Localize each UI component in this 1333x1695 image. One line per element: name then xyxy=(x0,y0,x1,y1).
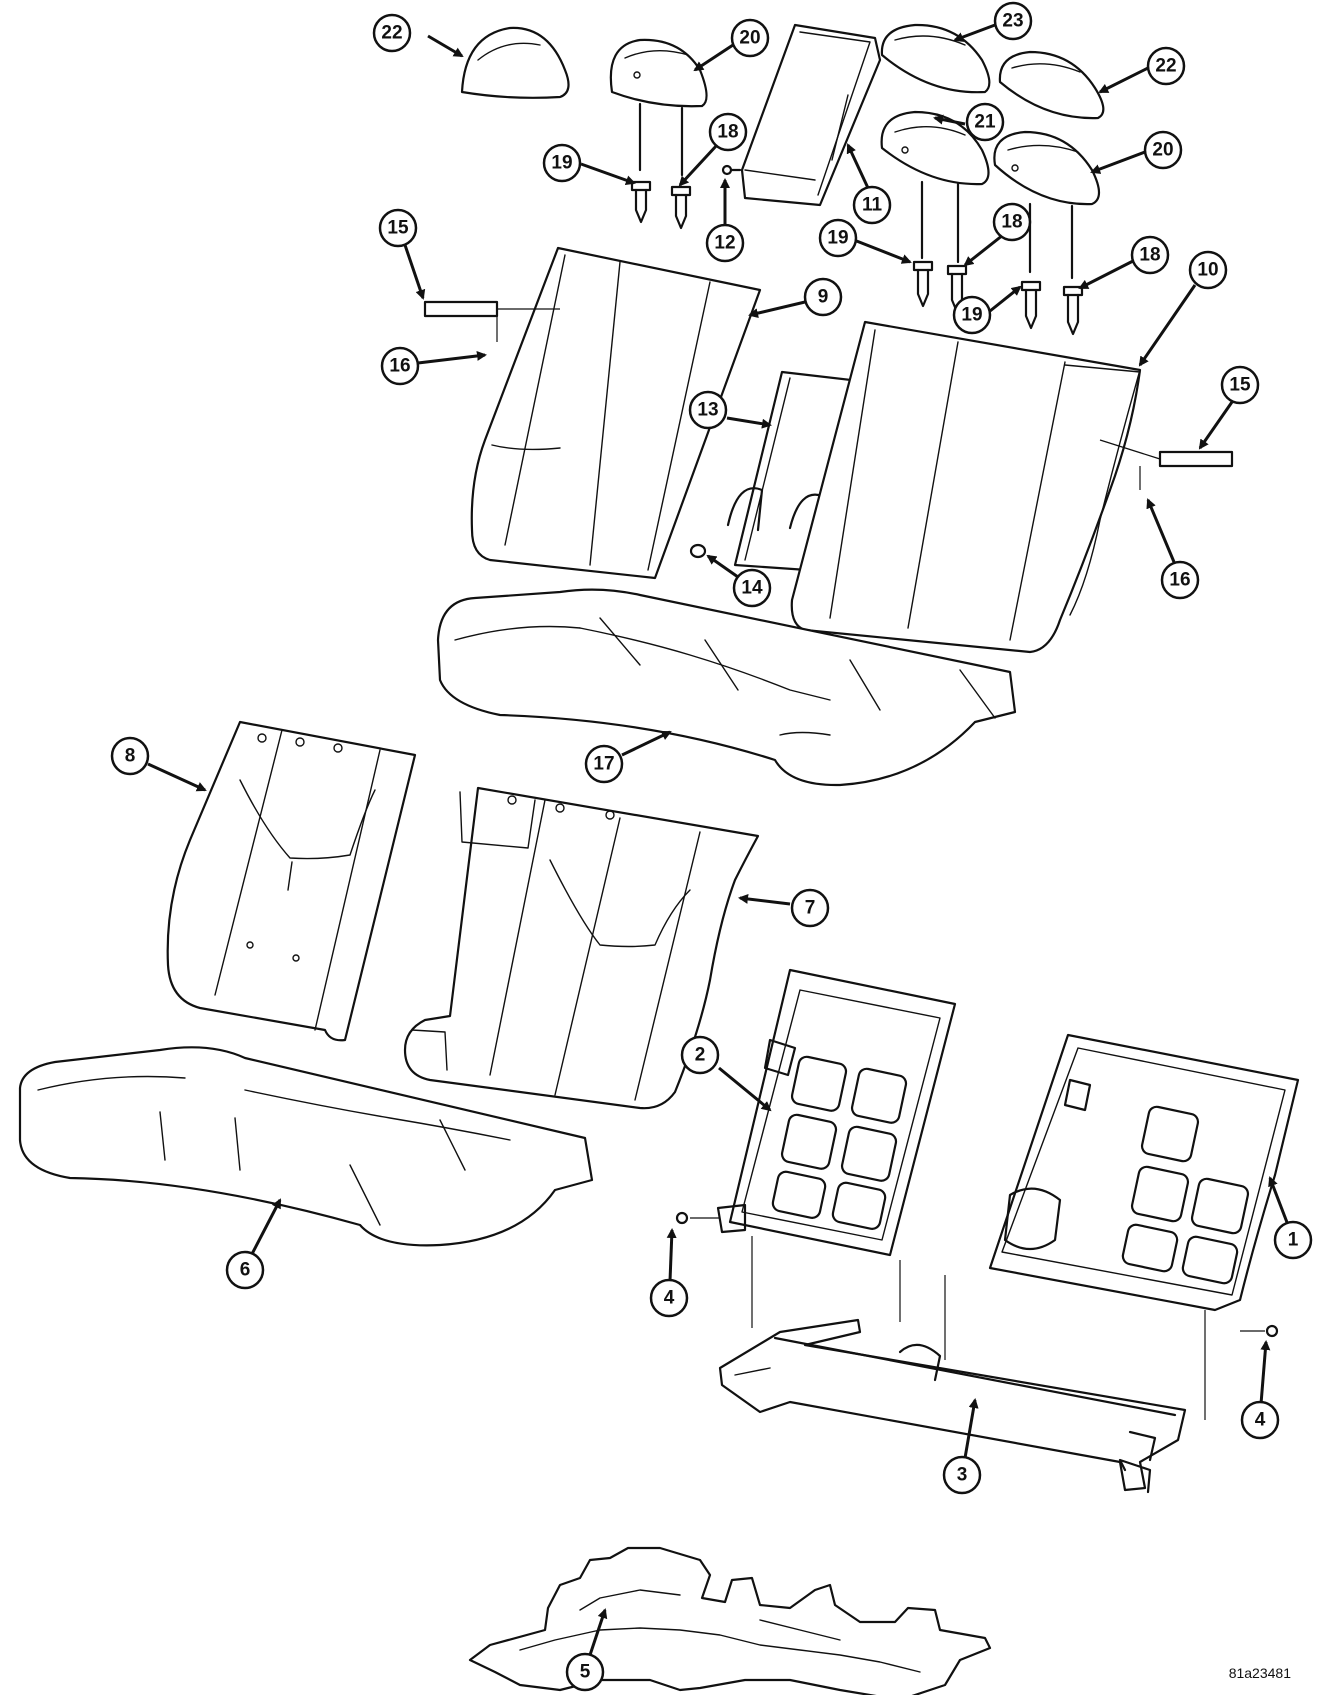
svg-text:8: 8 xyxy=(125,746,136,767)
callout-19-mid: 19 xyxy=(818,218,858,258)
svg-text:2: 2 xyxy=(695,1045,706,1066)
seatback-cover-9 xyxy=(470,246,762,580)
hinge-pins-15-16 xyxy=(423,300,1234,490)
svg-text:18: 18 xyxy=(717,122,738,143)
figure-id: 81a23481 xyxy=(1228,1665,1291,1681)
svg-text:19: 19 xyxy=(827,228,848,249)
svg-text:1: 1 xyxy=(1288,1230,1299,1251)
svg-text:4: 4 xyxy=(664,1288,675,1309)
frame-leaders xyxy=(751,1236,1206,1420)
callout-18-left: 18 xyxy=(708,112,748,152)
seat-riser-3 xyxy=(718,1318,1187,1494)
armrest-11 xyxy=(740,23,882,207)
callout-16-left: 16 xyxy=(380,346,420,386)
headrest-23 xyxy=(880,23,991,94)
svg-text:16: 16 xyxy=(389,356,410,377)
wire-harness-5 xyxy=(468,1546,992,1695)
svg-text:9: 9 xyxy=(818,287,829,308)
callout-17: 17 xyxy=(584,744,624,784)
seatback-foam-7 xyxy=(403,786,760,1110)
svg-text:16: 16 xyxy=(1169,570,1190,591)
clip-14 xyxy=(689,543,707,559)
svg-text:4: 4 xyxy=(1255,1410,1266,1431)
svg-text:6: 6 xyxy=(240,1260,251,1281)
callout-19-right: 19 xyxy=(952,295,992,335)
seat-cushion-foam-6 xyxy=(18,1046,594,1247)
svg-text:10: 10 xyxy=(1197,260,1218,281)
callout-22-left: 22 xyxy=(372,13,412,53)
headrest-20-right xyxy=(993,130,1101,280)
svg-text:23: 23 xyxy=(1002,11,1023,32)
svg-text:7: 7 xyxy=(805,898,816,919)
svg-text:18: 18 xyxy=(1139,245,1160,266)
headrest-guides xyxy=(630,164,1084,336)
svg-text:14: 14 xyxy=(741,578,763,599)
callout-18-mid: 18 xyxy=(992,202,1032,242)
svg-text:15: 15 xyxy=(387,218,409,239)
headrest-20-left xyxy=(609,38,708,177)
svg-text:11: 11 xyxy=(862,195,883,216)
callout-15-right: 15 xyxy=(1220,365,1260,405)
callout-8: 8 xyxy=(110,736,150,776)
callout-19-left: 19 xyxy=(542,143,582,183)
callout-arrows xyxy=(147,23,1290,1656)
seatback-cover-10 xyxy=(790,320,1142,654)
svg-text:20: 20 xyxy=(739,28,760,49)
callout-5: 5 xyxy=(565,1652,605,1692)
callout-1: 1 xyxy=(1273,1220,1313,1260)
svg-text:13: 13 xyxy=(697,400,718,421)
svg-text:19: 19 xyxy=(551,153,572,174)
seatback-foam-8 xyxy=(166,720,417,1042)
callout-3: 3 xyxy=(942,1455,982,1495)
svg-text:5: 5 xyxy=(580,1662,591,1683)
callout-12: 12 xyxy=(705,223,745,263)
callout-2: 2 xyxy=(680,1035,720,1075)
callout-4-left: 4 xyxy=(649,1278,689,1318)
headrest-21 xyxy=(880,110,990,264)
callout-14: 14 xyxy=(732,568,772,608)
svg-text:22: 22 xyxy=(1155,56,1176,77)
callout-7: 7 xyxy=(790,888,830,928)
seat-cushion-cover-17 xyxy=(436,588,1017,787)
bolts-4 xyxy=(675,1211,1279,1338)
seatback-frame-1 xyxy=(988,1033,1300,1312)
callout-10: 10 xyxy=(1188,250,1228,290)
headrest-22-right xyxy=(998,50,1105,120)
svg-text:21: 21 xyxy=(974,112,996,133)
callout-9: 9 xyxy=(803,277,843,317)
callouts: 1 2 3 4 4 5 6 7 xyxy=(110,1,1313,1692)
callout-4-right: 4 xyxy=(1240,1400,1280,1440)
callout-16-right: 16 xyxy=(1160,560,1200,600)
callout-22-right: 22 xyxy=(1146,46,1186,86)
callout-20-left: 20 xyxy=(730,18,770,58)
svg-text:22: 22 xyxy=(381,23,402,44)
callout-23: 23 xyxy=(993,1,1033,41)
callout-21: 21 xyxy=(965,102,1005,142)
svg-text:17: 17 xyxy=(593,754,614,775)
callout-6: 6 xyxy=(225,1250,265,1290)
svg-text:18: 18 xyxy=(1001,212,1022,233)
callout-15-left: 15 xyxy=(378,208,418,248)
svg-text:19: 19 xyxy=(961,305,982,326)
callout-11: 11 xyxy=(852,185,892,225)
svg-text:15: 15 xyxy=(1229,375,1251,396)
callout-13: 13 xyxy=(688,390,728,430)
svg-text:3: 3 xyxy=(957,1465,968,1486)
headrest-22-left xyxy=(460,26,570,99)
callout-20-right: 20 xyxy=(1143,130,1183,170)
svg-text:20: 20 xyxy=(1152,140,1173,161)
seatback-frame-2 xyxy=(716,968,957,1257)
svg-text:12: 12 xyxy=(714,233,735,254)
callout-18-right: 18 xyxy=(1130,235,1170,275)
